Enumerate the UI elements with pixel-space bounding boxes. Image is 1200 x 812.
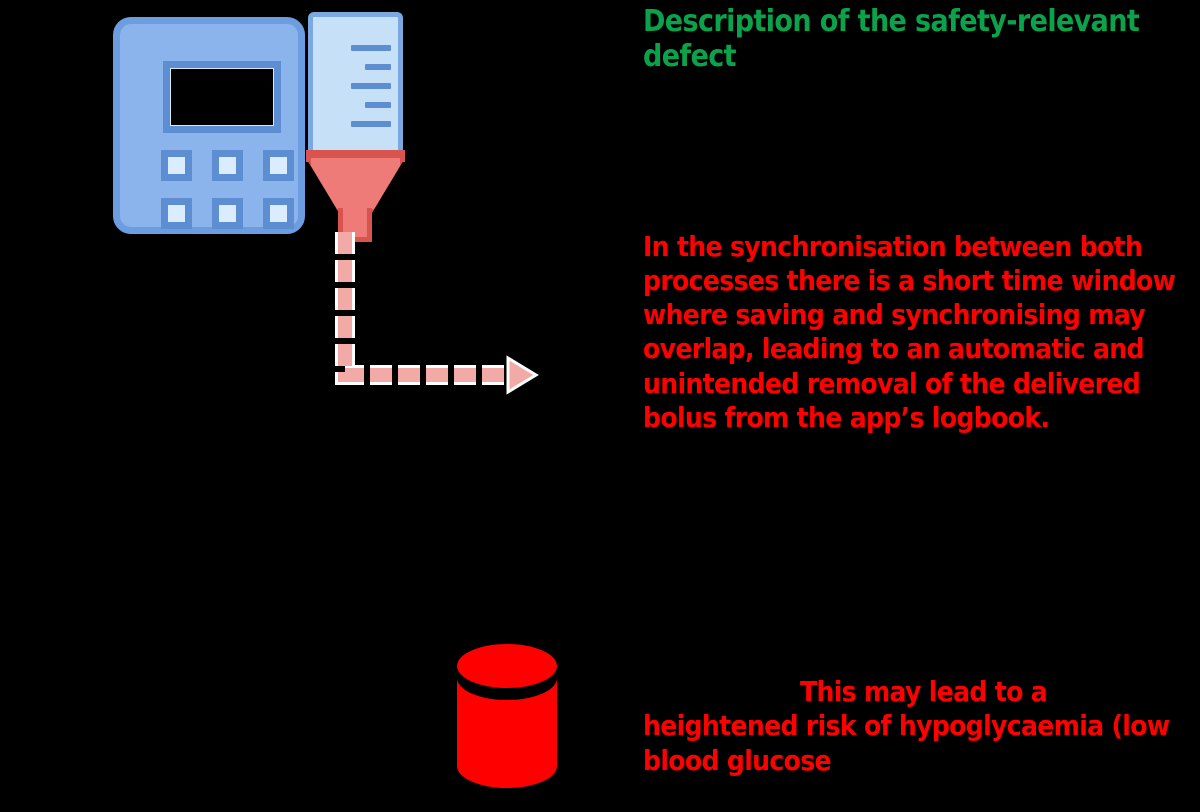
bolus-delivery-flow-arrow	[335, 232, 539, 395]
meter-keypad-key	[263, 150, 294, 181]
flow-arrow-line	[338, 232, 512, 382]
meter-keypad-key	[212, 198, 243, 229]
flow-arrow-outline	[335, 232, 512, 385]
consequence-first-line: This may lead to a	[800, 675, 1048, 709]
consequence-remaining-text: heightened risk of hypoglycaemia (low bl…	[643, 709, 1178, 777]
syringe-scale-tick	[351, 83, 391, 89]
meter-keypad-key	[263, 198, 294, 229]
diagram-canvas: Description of the safety-relevant defec…	[110, 4, 1184, 788]
cylinder-body	[457, 678, 557, 788]
syringe-scale-tick	[351, 121, 391, 127]
meter-keypad-key	[161, 198, 192, 229]
syringe-scale-tick	[351, 45, 391, 51]
app-logbook-database-cylinder	[457, 644, 557, 788]
defect-description-paragraph: In the synchronisation between both proc…	[643, 230, 1184, 434]
syringe-scale-tick	[365, 102, 391, 108]
syringe-barrel	[308, 12, 403, 157]
page-title-defect-description: Description of the safety-relevant defec…	[643, 4, 1148, 75]
meter-keypad-key	[161, 150, 192, 181]
meter-keypad-key	[212, 150, 243, 181]
glucose-meter-body	[113, 17, 305, 234]
syringe-scale-tick	[365, 64, 391, 70]
flow-arrow-head	[506, 355, 539, 395]
meter-display-screen	[163, 61, 281, 133]
glucose-meter-syringe-illustration	[110, 10, 410, 250]
cylinder-top-ellipse	[457, 644, 557, 688]
